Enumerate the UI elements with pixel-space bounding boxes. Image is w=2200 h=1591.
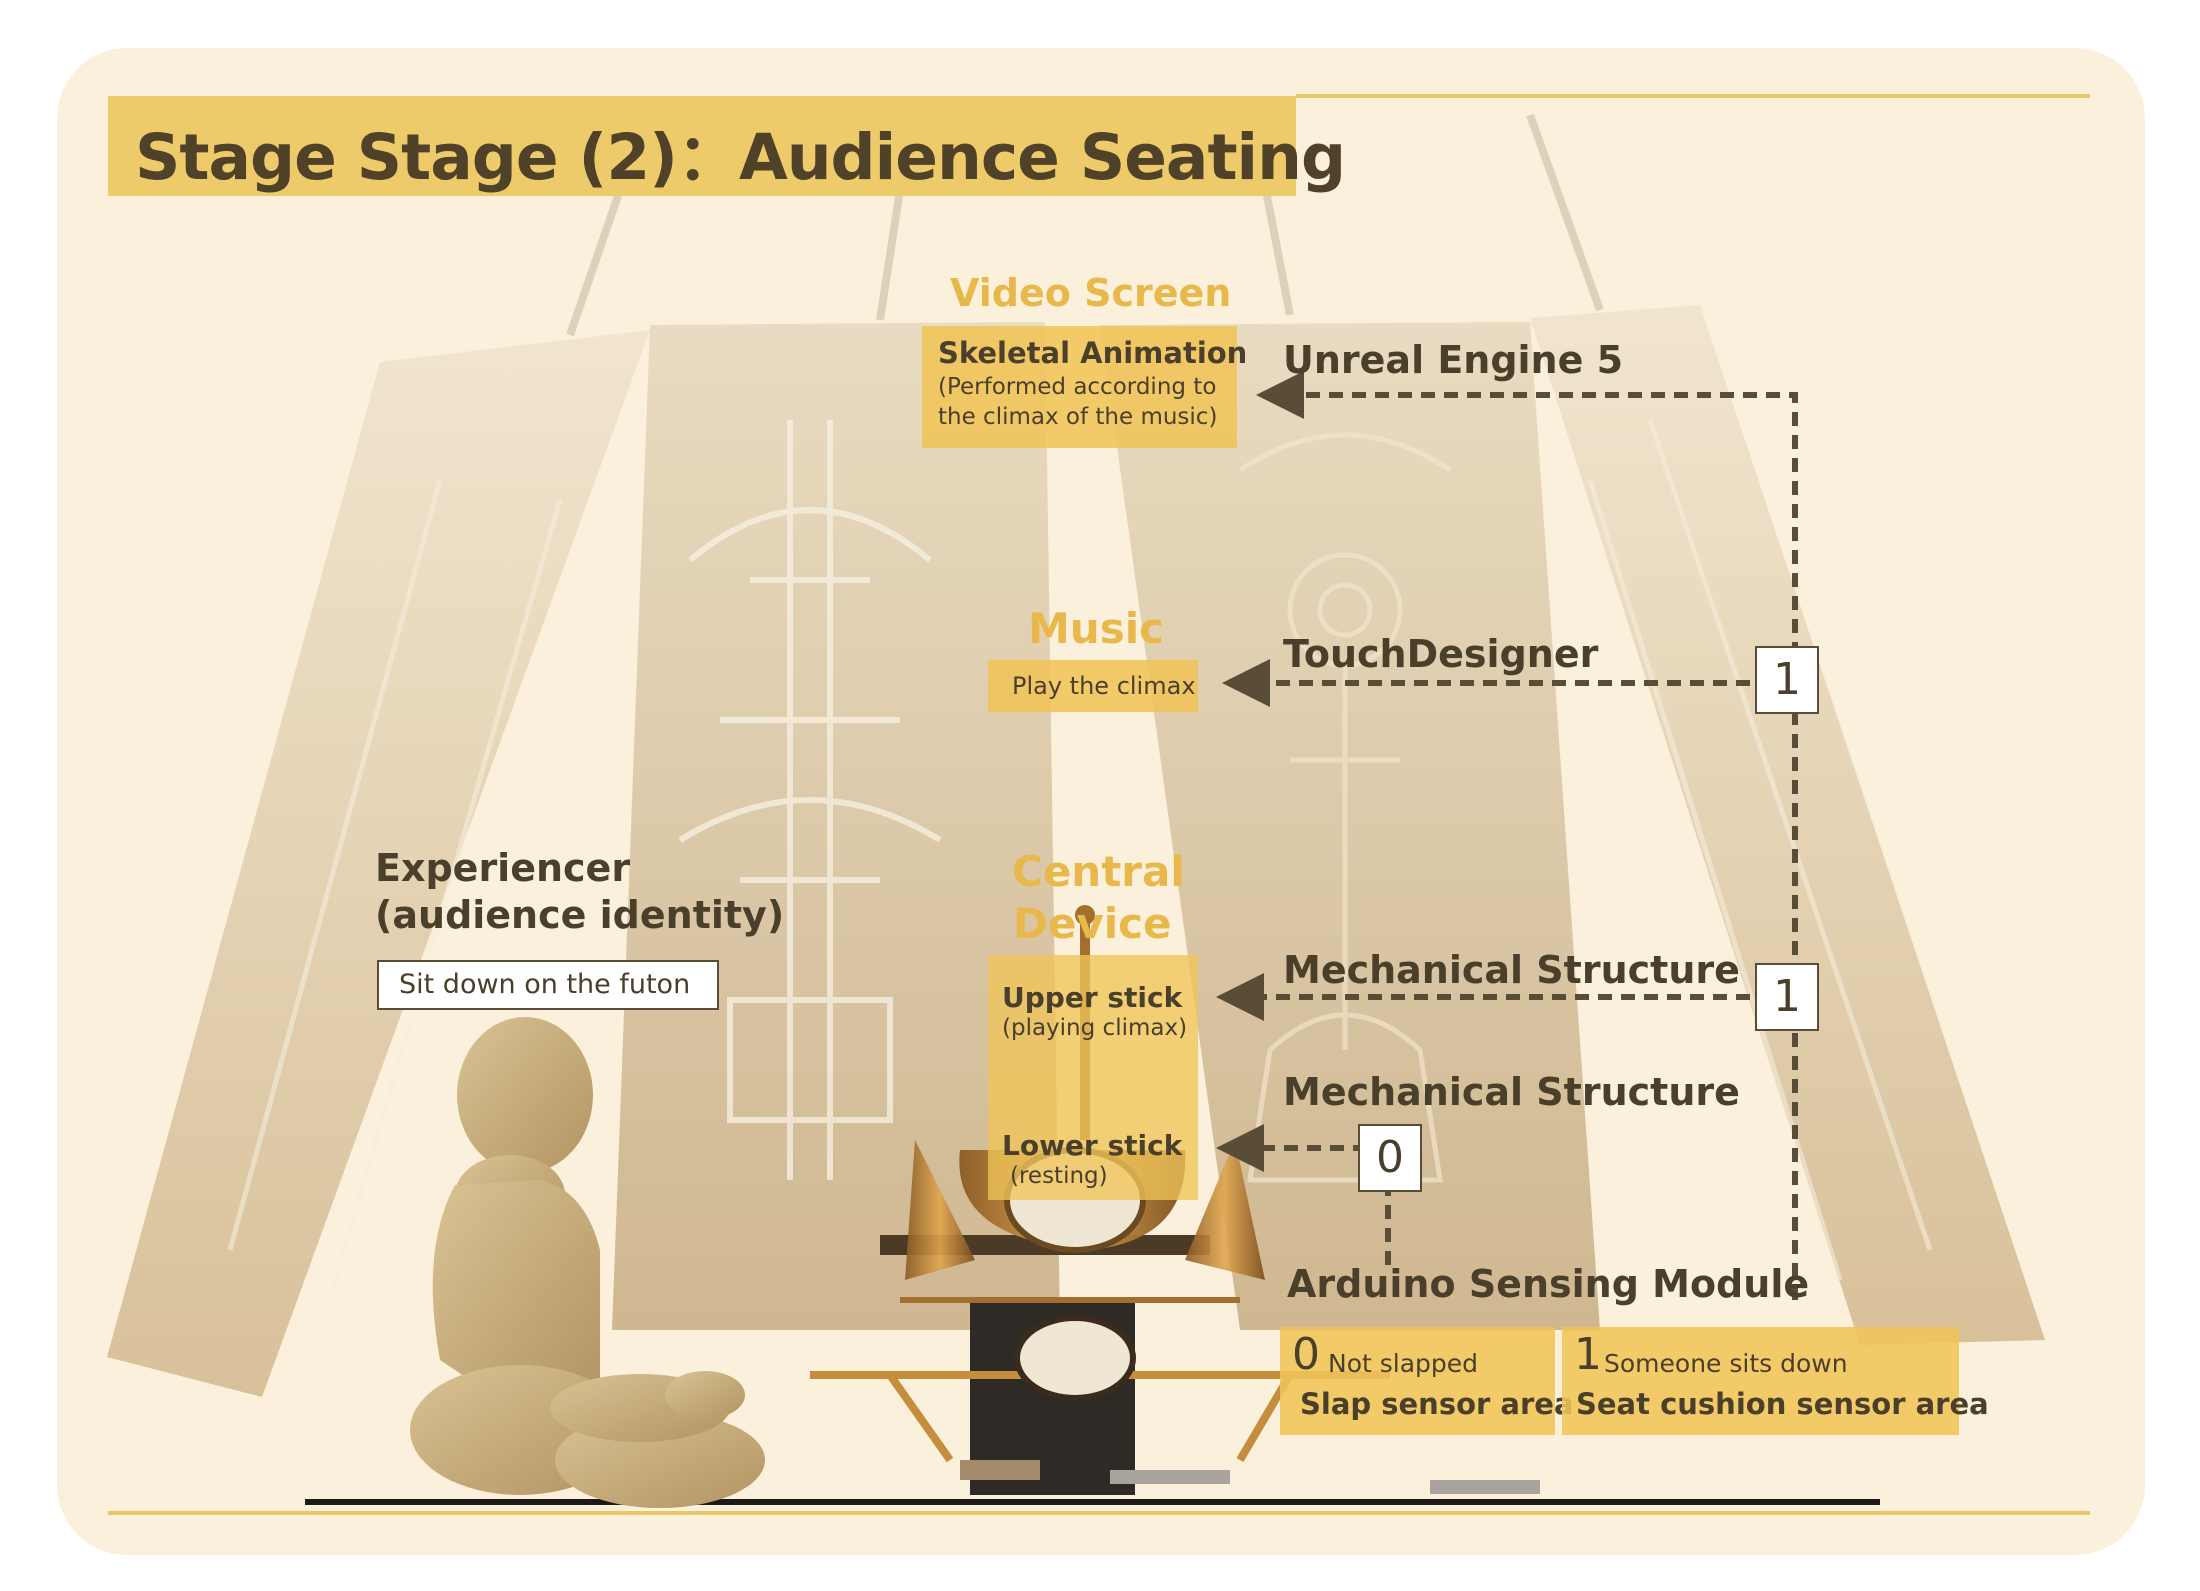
right-center-panel xyxy=(1100,322,1600,1330)
page-title: Stage Stage (2)：Audience Seating xyxy=(135,121,1346,194)
left-center-panel xyxy=(612,322,1060,1330)
seat-sensor-value: 1 xyxy=(1574,1329,1602,1380)
experiencer-action-box: Sit down on the futon xyxy=(377,960,719,1010)
experiencer-subtitle: (audience identity) xyxy=(375,893,785,937)
arduino-label: Arduino Sensing Module xyxy=(1287,1262,1810,1306)
lower-stick-subtitle: (resting) xyxy=(1010,1163,1108,1189)
panel-machinery-right xyxy=(1238,432,1452,1183)
mechanical-structure-upper-signal: 1 xyxy=(1755,963,1819,1031)
seat-cushion-sensor-box: 1 Someone sits down Seat cushion sensor … xyxy=(1562,1327,1989,1435)
stick-panel: Upper stick (playing climax) Lower stick… xyxy=(988,955,1198,1200)
left-side-panel xyxy=(107,330,650,1397)
mechanical-structure-upper-label: Mechanical Structure xyxy=(1283,948,1740,992)
experiencer-title: Experiencer xyxy=(375,846,631,890)
music-heading: Music xyxy=(1028,604,1164,653)
seated-mannequin xyxy=(410,1017,765,1508)
bottom-rule xyxy=(108,1511,2090,1515)
unreal-engine-label: Unreal Engine 5 xyxy=(1283,338,1624,382)
slap-sensor-area: Slap sensor area xyxy=(1300,1387,1574,1421)
seat-sensor-area: Seat cushion sensor area xyxy=(1576,1387,1989,1421)
mechanical-structure-lower-signal: 0 xyxy=(1358,1124,1422,1192)
slap-sensor-box: 0 Not slapped Slap sensor area xyxy=(1280,1327,1574,1435)
skeletal-animation-line1: (Performed according to xyxy=(938,374,1217,400)
central-device-heading-1: Central xyxy=(1012,847,1185,896)
upper-stick-title: Upper stick xyxy=(1002,981,1183,1014)
touchdesigner-signal: 1 xyxy=(1755,646,1819,714)
play-climax-text: Play the climax xyxy=(1012,672,1196,700)
lower-stick-title: Lower stick xyxy=(1002,1129,1183,1162)
slap-sensor-value: 0 xyxy=(1292,1329,1320,1380)
panel-machinery-left xyxy=(678,420,942,1180)
skeletal-animation-title: Skeletal Animation xyxy=(938,336,1248,370)
skeletal-animation-line2: the climax of the music) xyxy=(938,404,1218,430)
side-panel-texture xyxy=(227,419,1933,1301)
top-rule xyxy=(1296,94,2090,98)
title-banner xyxy=(108,96,1296,196)
skeletal-animation-box: Skeletal Animation (Performed according … xyxy=(922,326,1247,448)
touchdesigner-label: TouchDesigner xyxy=(1283,632,1599,676)
play-climax-box: Play the climax xyxy=(988,660,1198,712)
seat-sensor-state: Someone sits down xyxy=(1604,1349,1848,1378)
mechanical-structure-lower-label: Mechanical Structure xyxy=(1283,1070,1740,1114)
video-screen-heading: Video Screen xyxy=(950,271,1232,315)
slap-sensor-state: Not slapped xyxy=(1328,1349,1479,1378)
experiencer-action-text: Sit down on the futon xyxy=(399,969,691,1000)
central-device-heading-2: Device xyxy=(1013,899,1172,948)
upper-stick-subtitle: (playing climax) xyxy=(1002,1015,1188,1041)
